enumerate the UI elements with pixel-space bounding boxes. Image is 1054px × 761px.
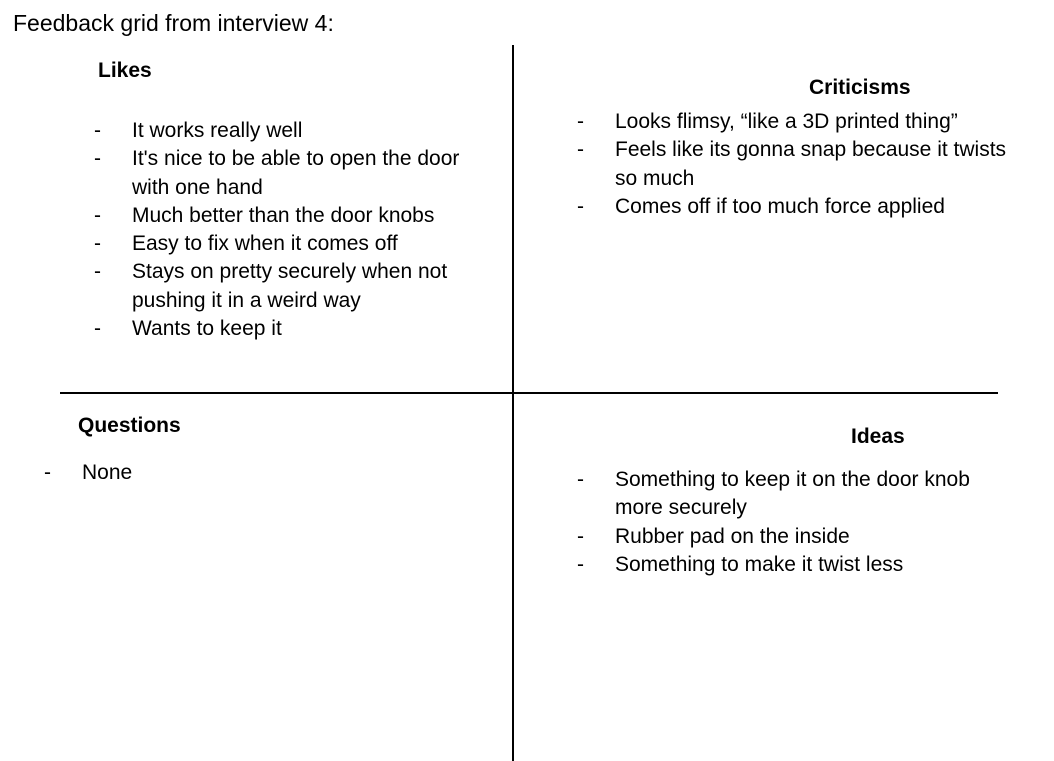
list-item: - Feels like its gonna snap because it tw… [577,136,1017,193]
bullet-dash: - [94,317,101,341]
bullet-dash: - [94,260,101,284]
bullet-dash: - [577,138,584,162]
questions-heading: Questions [78,414,181,437]
list-item-text: Rubber pad on the inside [615,524,850,548]
list-item: - It works really well [94,117,474,145]
list-item: - Wants to keep it [94,315,474,343]
list-item: - Comes off if too much force applied [577,193,1017,221]
list-item-text: Stays on pretty securely when not pushin… [132,260,448,312]
criticisms-heading: Criticisms [809,76,911,99]
bullet-dash: - [44,461,51,484]
list-item-text: Feels like its gonna snap because it twi… [615,138,1007,190]
bullet-dash: - [577,552,584,576]
criticisms-list: - Looks flimsy, “like a 3D printed thing”… [577,108,1017,221]
horizontal-divider [60,392,998,394]
list-item: - Easy to fix when it comes off [94,230,474,258]
list-item: - Looks flimsy, “like a 3D printed thing” [577,108,1017,136]
list-item-text: Much better than the door knobs [132,203,435,227]
likes-heading: Likes [98,59,152,82]
list-item-text: Easy to fix when it comes off [132,232,398,256]
questions-list: - None [44,459,344,487]
bullet-dash: - [94,147,101,171]
bullet-dash: - [94,203,101,227]
list-item-text: It works really well [132,119,303,142]
bullet-dash: - [577,194,584,218]
list-item: - Something to keep it on the door knob m… [577,466,997,523]
bullet-dash: - [94,232,101,256]
list-item-text: Something to keep it on the door knob mo… [615,468,970,520]
bullet-dash: - [94,119,101,142]
list-item: - Something to make it twist less [577,551,997,579]
list-item: - It's nice to be able to open the door w… [94,145,474,202]
ideas-list: - Something to keep it on the door knob m… [577,466,997,579]
list-item-text: Looks flimsy, “like a 3D printed thing” [615,110,958,133]
bullet-dash: - [577,110,584,133]
ideas-heading: Ideas [851,425,905,448]
list-item: - Much better than the door knobs [94,202,474,230]
list-item: - None [44,459,344,487]
page-title: Feedback grid from interview 4: [13,10,334,36]
likes-list: - It works really well - It's nice to be a… [94,117,474,343]
list-item-text: It's nice to be able to open the door wi… [132,147,460,199]
list-item-text: Something to make it twist less [615,552,904,576]
bullet-dash: - [577,524,584,548]
list-item-text: Wants to keep it [132,317,282,341]
list-item-text: None [82,461,133,484]
vertical-divider [512,45,514,761]
list-item: - Stays on pretty securely when not pushi… [94,258,474,315]
bullet-dash: - [577,468,584,491]
list-item-text: Comes off if too much force applied [615,194,945,218]
list-item: - Rubber pad on the inside [577,523,997,551]
